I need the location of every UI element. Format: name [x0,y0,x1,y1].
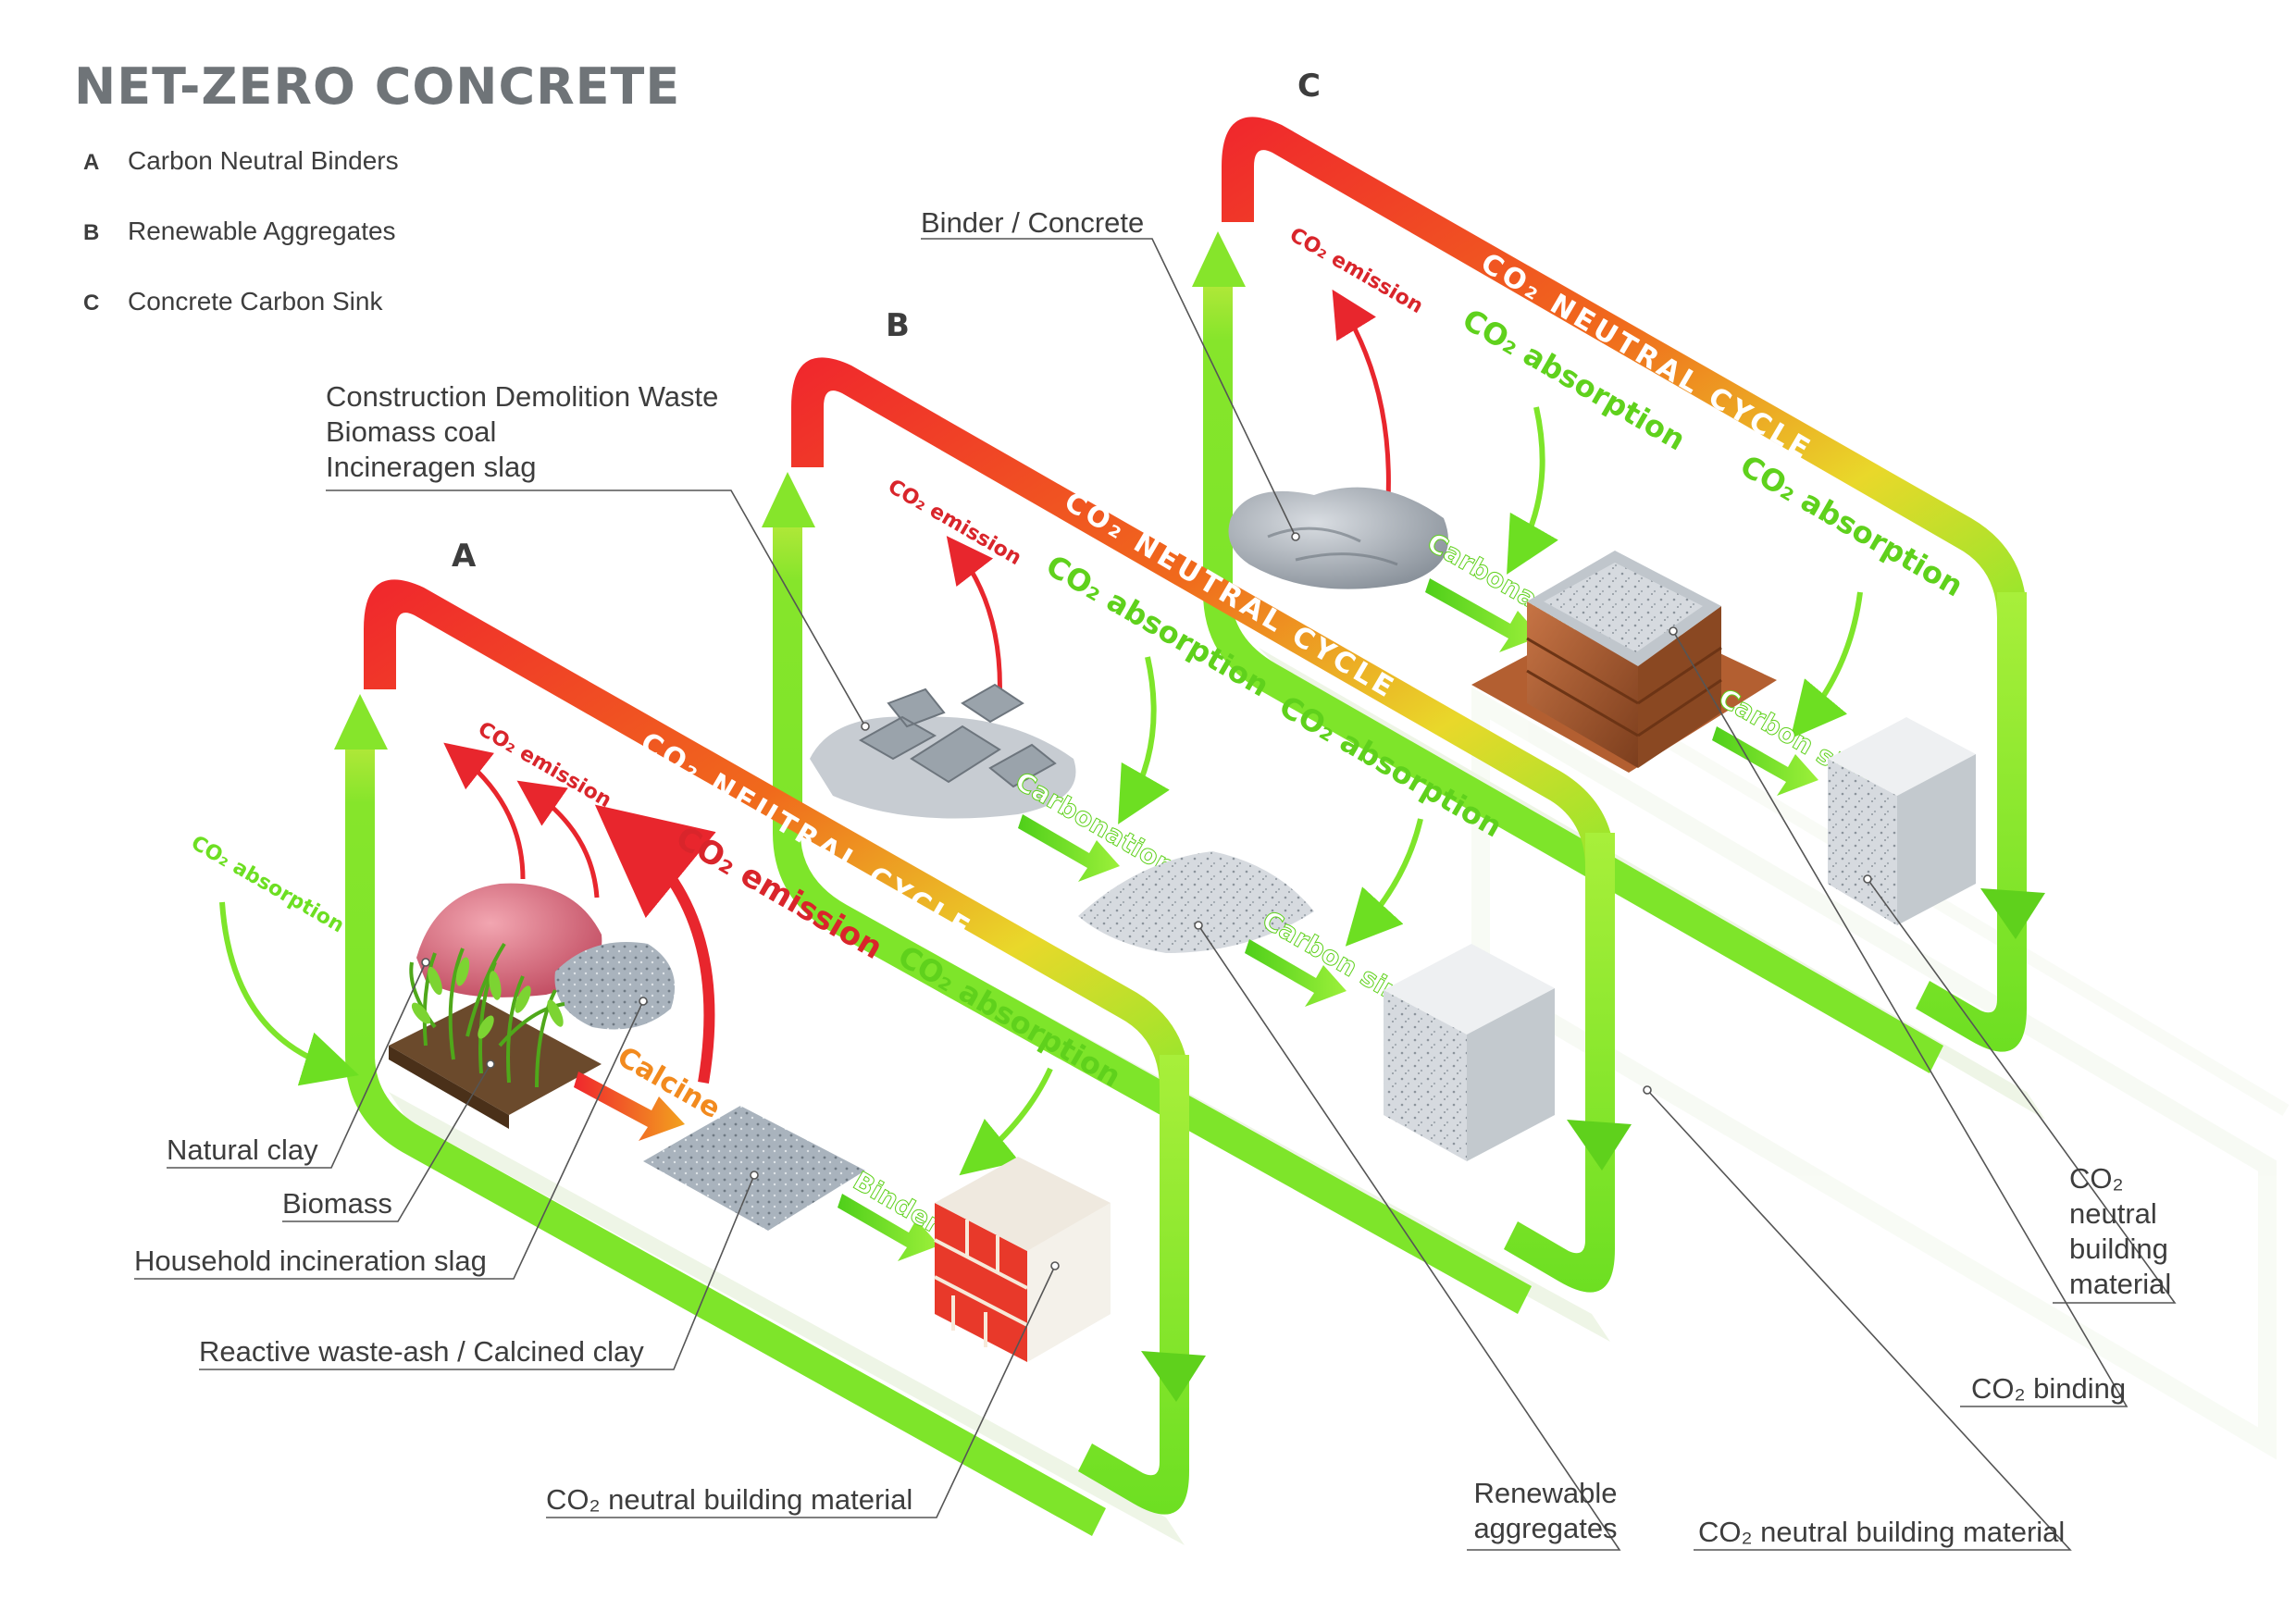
callout-renewable-aggregates: Renewable aggregates [1467,1476,1624,1546]
panel-c-loop-top [1222,117,2027,629]
panel-a-emission-arrow-1 [443,742,526,880]
legend-item-a: A Carbon Neutral Binders [83,146,399,176]
panel-c-loop-left [1203,278,1233,592]
panel-b-loop-right [1504,833,1615,1293]
callout-co2-neutral-c-line2: neutral [2069,1197,2157,1230]
panel-b-down-arrow [1567,1120,1632,1171]
callout-renewable-line2: aggregates [1473,1512,1618,1544]
panel-a-emission-arrow-big [594,804,716,1084]
panel-b-cube-right [1467,988,1555,1161]
panel-b-cube-top [1384,944,1555,1035]
panel-a-letter: A [452,538,477,575]
panel-c-up-arrow [1192,231,1246,287]
panel-b-letter: B [886,307,910,344]
page-title: NET-ZERO CONCRETE [74,57,681,116]
panel-b-emission-label: CO₂ emission [884,476,1025,571]
panel-c-emission-label: CO₂ emission [1285,224,1427,319]
legend-text: Renewable Aggregates [128,217,396,245]
panel-a-down-arrow [1141,1351,1206,1402]
panel-a-grey-slag [554,942,676,1030]
panel-a-emission-arrow-2 [516,780,600,898]
panel-a-soil-base [389,999,602,1115]
callout-co2-neutral-a: CO₂ neutral building material [546,1483,913,1516]
callout-co2-binding: CO₂ binding [1971,1372,2127,1405]
panel-b-absorption-2-arrow [1345,818,1423,947]
panel-a-loop-right [1078,1055,1189,1515]
panel-b-absorption-1-arrow [1118,656,1170,824]
legend-text: Concrete Carbon Sink [128,287,383,316]
panel-c-cube-top [1828,717,1976,796]
panel-a-ash-pad [643,1106,865,1231]
panel-a-up-arrow [334,694,388,750]
callout-co2-neutral-b: CO₂ neutral building material [1698,1516,2066,1548]
callout-co2-neutral-c-line3: building [2069,1233,2168,1265]
callout-leader-lines [134,238,2177,1551]
callout-cdw-line3: Incineragen slag [326,451,537,483]
callout-household-slag: Household incineration slag [134,1245,487,1277]
panel-c-loop-bottom [1203,592,1943,1073]
panel-a-loop-left [345,740,375,1055]
panel-a-absorption-right-arrow [959,1067,1053,1176]
panel-c-rock-texture [1267,527,1398,566]
panel-c-letter: C [1297,68,1321,105]
panel-a-absorption-left: CO₂ absorption [187,832,348,938]
legend-letter: A [83,150,100,175]
panel-c-carbonation-arrow [1425,578,1541,652]
callout-renewable-line1: Renewable [1473,1477,1618,1509]
panel-b-loop-bottom [773,833,1532,1314]
panel-c-absorption-2-arrow [1790,591,1863,739]
panel-a: CO₂ NEUTRAL CYCLE CO₂ absorption CO₂ emi… [187,538,1206,1545]
legend-item-b: B Renewable Aggregates [83,217,396,246]
legend-item-c: C Concrete Carbon Sink [83,287,382,316]
callout-co2-neutral-c-line4: material [2069,1268,2172,1300]
callout-cdw: Construction Demolition Waste Biomass co… [326,379,718,485]
panel-b-emission-arrow [946,536,1002,704]
panel-c-formwork-planks [1526,637,1722,737]
panel-c-absorption-1-arrow [1507,406,1558,575]
callout-co2-neutral-c-line1: CO₂ [2069,1162,2124,1195]
panel-b-cube-left [1384,990,1467,1161]
panel-c-formwork-right [1638,606,1721,768]
panel-a-absorption-left-arrow [219,901,359,1086]
legend-text: Carbon Neutral Binders [128,146,399,175]
callout-co2-neutral-c: CO₂ neutral building material [2069,1161,2171,1302]
legend-letter: B [83,220,100,245]
callout-binder-concrete: Binder / Concrete [921,206,1145,239]
panel-c-cube-right [1897,754,1976,925]
panel-b-carbonation-arrow [1018,814,1120,882]
callout-cdw-line2: Biomass coal [326,415,497,448]
panel-c-formwork-left [1527,601,1638,768]
panel-a-loop-bottom [345,1055,1106,1536]
panel-c-cube-left [1828,759,1897,925]
panel-b-carbon-sink-arrow [1245,939,1347,1007]
callout-natural-clay: Natural clay [167,1134,318,1166]
panel-b-loop-top [791,357,1615,879]
callout-cdw-line1: Construction Demolition Waste [326,380,719,413]
panel-b-loop-left [773,518,802,833]
panel-a-shadow [389,1092,1185,1545]
panel-a-loop-top [364,579,1189,1099]
panel-c-loop-right [1916,592,2027,1052]
callout-reactive-ash: Reactive waste-ash / Calcined clay [199,1335,644,1368]
panel-a-biomass-leaves [411,957,564,1039]
panel-a-bricks [934,1157,1111,1362]
callout-biomass: Biomass [282,1187,392,1220]
panel-c-rock [1228,487,1448,589]
panel-a-binder-arrow [838,1194,939,1261]
panel-a-soil-side [389,1046,509,1129]
panel-b-aggregate-pile [1078,851,1314,953]
panel-b-rubble-blocks [858,683,1057,788]
panel-b-up-arrow [762,472,815,527]
panel-c-concrete-fill [1544,563,1703,652]
panel-c-down-arrow [1980,888,2045,939]
legend-letter: C [83,291,100,316]
panel-c-emission-arrow [1332,289,1391,501]
panel-a-absorption-right: CO₂ absorption [892,938,1127,1094]
